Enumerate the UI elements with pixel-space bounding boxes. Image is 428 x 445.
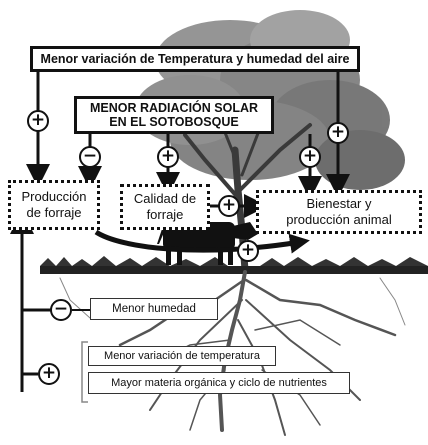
soil-bracket — [81, 341, 88, 403]
plus-icon: + — [327, 122, 349, 144]
plus-icon: + — [27, 110, 49, 132]
plus-icon: + — [237, 240, 259, 262]
animal-welfare-box: Bienestar y producción animal — [256, 190, 422, 234]
arrow-forage-to-animal — [94, 229, 310, 254]
forage-quality-box: Calidad de forraje — [120, 184, 210, 230]
soil-temperature-box: Menor variación de temperatura — [88, 346, 276, 366]
organic-matter-box: Mayor materia orgánica y ciclo de nutrie… — [88, 372, 350, 394]
soil-humidity-box: Menor humedad — [90, 298, 218, 320]
minus-icon: − — [50, 299, 72, 321]
plus-icon: + — [218, 195, 240, 217]
minus-icon: − — [79, 146, 101, 168]
plus-icon: + — [38, 363, 60, 385]
solar-radiation-box: MENOR RADIACIÓN SOLAR EN EL SOTOBOSQUE — [74, 96, 274, 134]
forage-production-box: Producción de forraje — [8, 180, 100, 230]
plus-icon: + — [157, 146, 179, 168]
ground-line — [40, 256, 428, 274]
temperature-humidity-box: Menor variación de Temperatura y humedad… — [30, 46, 360, 72]
plus-icon: + — [299, 146, 321, 168]
